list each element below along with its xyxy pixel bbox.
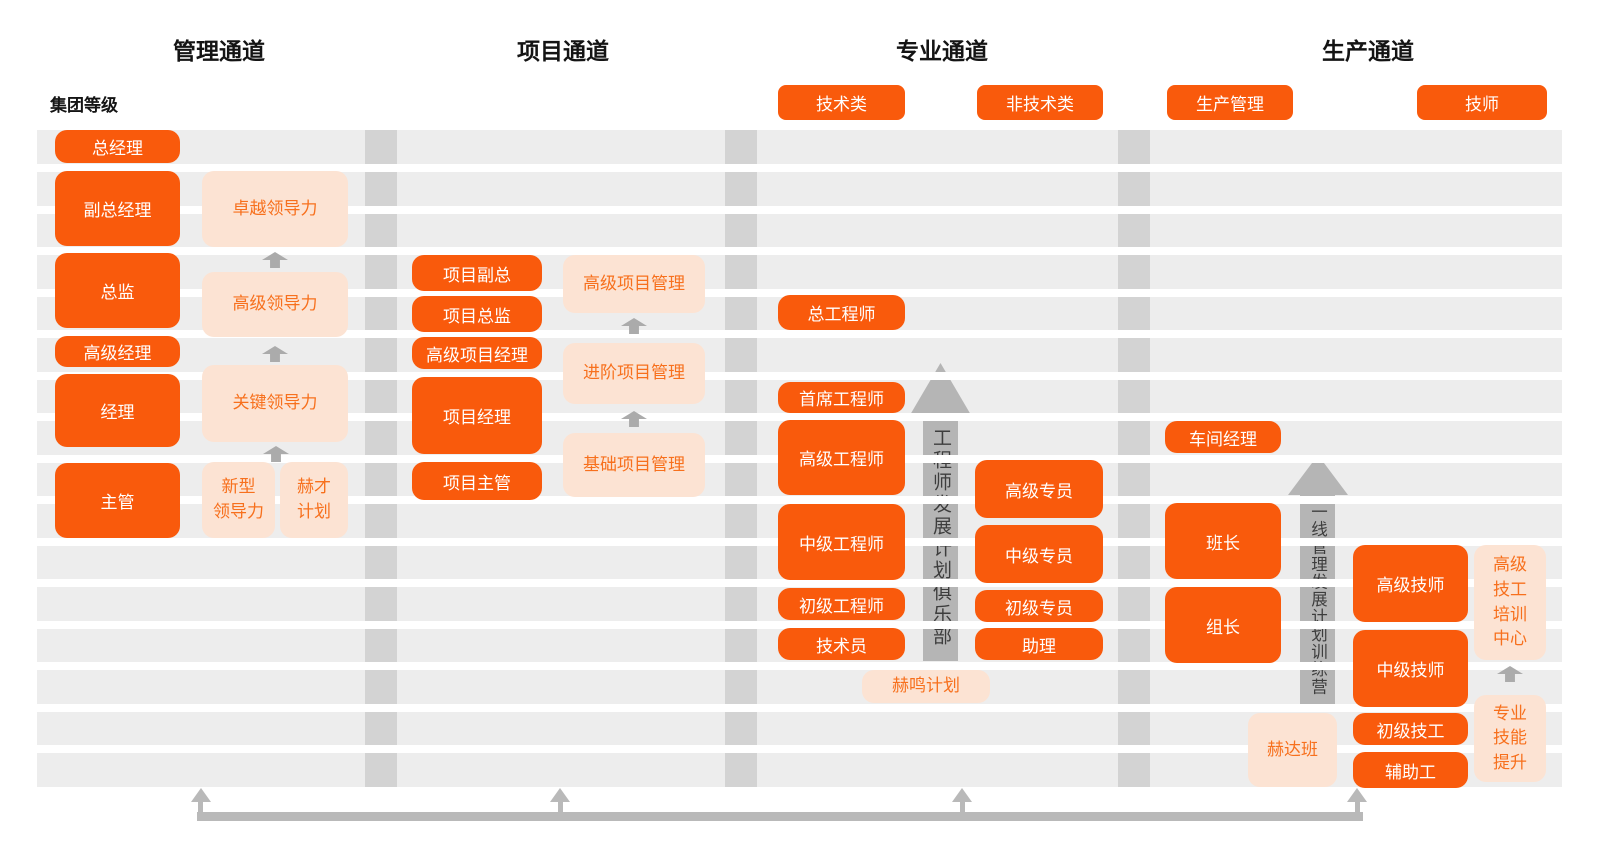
position-project-supervisor: 项目主管 xyxy=(412,462,542,500)
up-arrow-icon xyxy=(1347,788,1367,802)
position-intermediate-technician: 中级技师 xyxy=(1353,630,1468,707)
connector-arrow-stem xyxy=(960,800,965,812)
stripe-gap xyxy=(37,413,1562,421)
program-advanced-project-mgmt: 高级项目管理 xyxy=(563,255,705,313)
level-stripe xyxy=(37,130,1562,164)
channel-title-production: 生产通道 xyxy=(1322,38,1414,64)
position-intermediate-engineer: 中级工程师 xyxy=(778,504,905,580)
subheader-technician: 技师 xyxy=(1417,85,1547,120)
position-auxiliary-worker: 辅助工 xyxy=(1353,752,1468,788)
up-arrow-icon xyxy=(191,788,211,802)
position-senior-project-manager: 高级项目经理 xyxy=(412,337,542,369)
up-arrow-icon xyxy=(952,788,972,802)
position-senior-technician: 高级技师 xyxy=(1353,545,1468,622)
position-junior-engineer: 初级工程师 xyxy=(778,588,905,620)
frontline-camp-arrow-label: 一线管理发展计划训练营 xyxy=(1300,496,1335,702)
position-project-vp: 项目副总 xyxy=(412,255,542,291)
position-general-manager: 总经理 xyxy=(55,130,180,163)
connector-arrow-stem xyxy=(1355,800,1360,812)
subheader-non-technical: 非技术类 xyxy=(977,85,1103,120)
position-junior-worker: 初级技工 xyxy=(1353,713,1468,745)
position-supervisor: 主管 xyxy=(55,463,180,538)
position-principal-engineer: 首席工程师 xyxy=(778,382,905,413)
program-senior-skilled-worker-training-center: 高级 技工 培训 中心 xyxy=(1474,545,1546,660)
position-deputy-general-manager: 副总经理 xyxy=(55,171,180,246)
subheader-technical: 技术类 xyxy=(778,85,905,120)
program-new-leadership: 新型 领导力 xyxy=(202,462,275,538)
channel-title-project: 项目通道 xyxy=(517,38,609,64)
program-hecai-plan: 赫才 计划 xyxy=(280,462,348,538)
program-heda-class: 赫达班 xyxy=(1248,713,1337,787)
program-basic-project-mgmt: 基础项目管理 xyxy=(563,433,705,497)
channel-title-management: 管理通道 xyxy=(173,38,265,64)
position-junior-specialist: 初级专员 xyxy=(975,590,1103,622)
stripe-gap xyxy=(37,620,1562,629)
program-senior-leadership: 高级领导力 xyxy=(202,272,348,337)
group-level-label: 集团等级 xyxy=(50,96,118,115)
position-assistant: 助理 xyxy=(975,628,1103,660)
stripe-gap xyxy=(37,247,1562,255)
connector-arrow-stem xyxy=(558,800,563,812)
subheader-production-mgmt: 生产管理 xyxy=(1167,85,1293,120)
stripe-gap xyxy=(37,703,1562,712)
position-intermediate-specialist: 中级专员 xyxy=(975,525,1103,583)
position-director: 总监 xyxy=(55,253,180,328)
stripe-gap xyxy=(37,164,1562,172)
bottom-connector-bar xyxy=(197,812,1363,821)
channel-title-professional: 专业通道 xyxy=(896,38,988,64)
stripe-gap xyxy=(37,288,1562,297)
program-excellent-leadership: 卓越领导力 xyxy=(202,171,348,247)
position-shift-leader: 班长 xyxy=(1165,503,1281,579)
position-senior-engineer: 高级工程师 xyxy=(778,420,905,495)
position-project-director: 项目总监 xyxy=(412,296,542,332)
stripe-gap xyxy=(37,662,1562,670)
stripe-gap xyxy=(37,579,1562,587)
position-project-manager: 项目经理 xyxy=(412,377,542,454)
position-manager: 经理 xyxy=(55,374,180,447)
program-heming-plan: 赫鸣计划 xyxy=(862,670,990,703)
position-senior-manager: 高级经理 xyxy=(55,336,180,367)
program-intermediate-project-mgmt: 进阶项目管理 xyxy=(563,343,705,404)
frontline-camp-arrow-text: 一线管理发展计划训练营 xyxy=(1308,502,1327,696)
stripe-gap xyxy=(37,205,1562,214)
up-arrow-icon xyxy=(550,788,570,802)
position-team-leader: 组长 xyxy=(1165,587,1281,663)
connector-arrow-stem xyxy=(198,800,203,812)
position-technician-staff: 技术员 xyxy=(778,628,905,660)
stripe-gap xyxy=(37,371,1562,380)
position-senior-specialist: 高级专员 xyxy=(975,460,1103,518)
stripe-gap xyxy=(37,330,1562,338)
program-key-leadership: 关键领导力 xyxy=(202,365,348,442)
program-professional-skill-upgrade: 专业 技能 提升 xyxy=(1474,695,1546,782)
stripe-gap xyxy=(37,496,1562,504)
position-workshop-manager: 车间经理 xyxy=(1165,421,1281,453)
stripe-gap xyxy=(37,745,1562,753)
position-chief-engineer-general: 总工程师 xyxy=(778,295,905,330)
